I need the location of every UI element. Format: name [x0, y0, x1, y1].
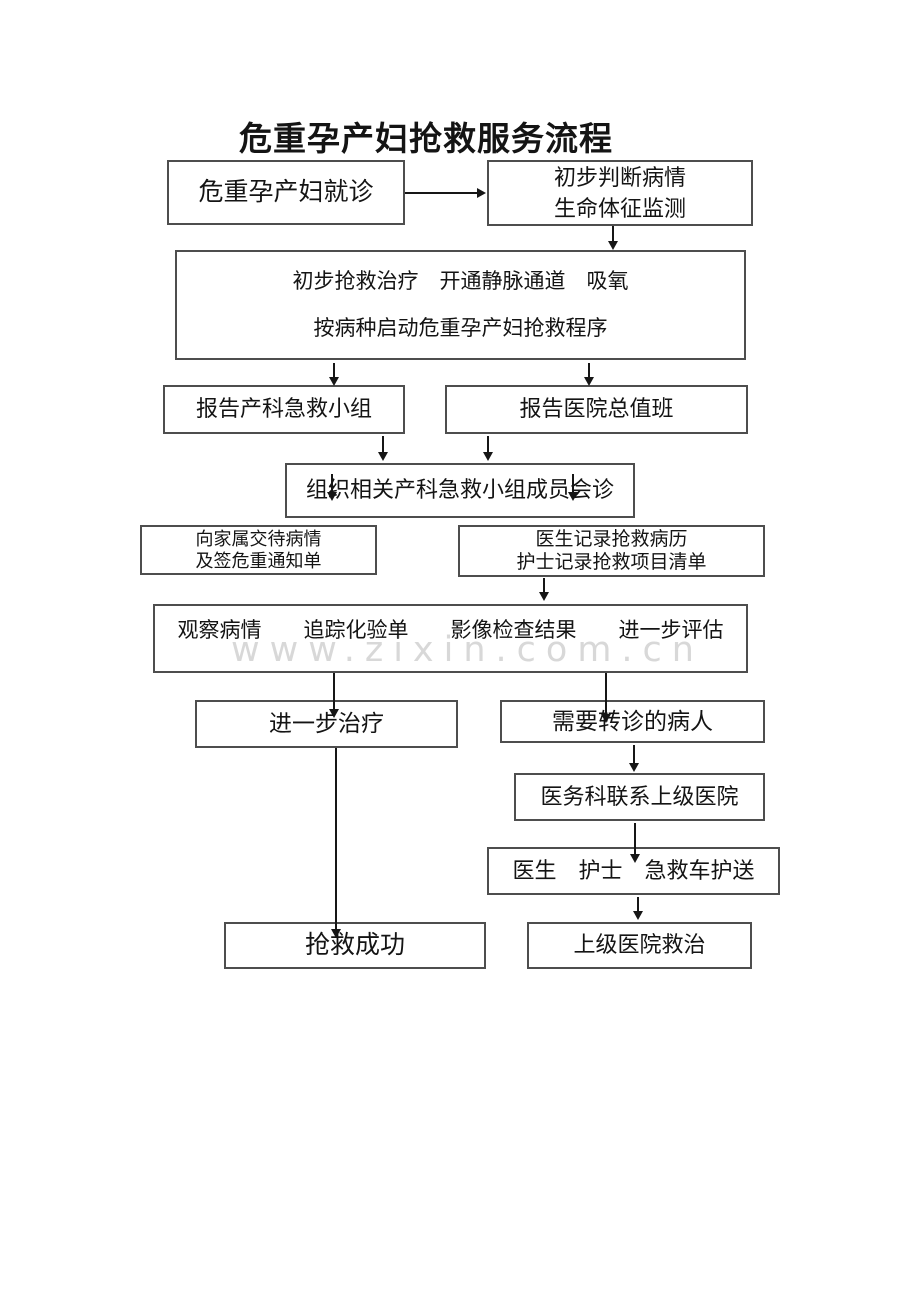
connector-consultation-to-family: [327, 474, 337, 501]
connector-assessment-to-rescue: [608, 226, 618, 250]
node-escort-label: 医生 护士 急救车护送: [512, 857, 755, 883]
node-inform-family-line2: 及签危重通知单: [195, 551, 322, 571]
page-title: 危重孕产妇抢救服务流程: [239, 120, 613, 157]
connector-treatment-to-success: [331, 748, 341, 938]
node-further-treatment-label: 进一步治疗: [269, 710, 384, 737]
node-contact-superior-hospital: 医务科联系上级医院: [514, 773, 765, 821]
connector-records-to-observe: [539, 578, 549, 601]
node-initial-assessment-line1: 初步判断病情: [553, 165, 686, 190]
node-inform-family: 向家属交待病情 及签危重通知单: [140, 525, 377, 575]
node-initial-rescue-line2: 按病种启动危重孕产妇抢救程序: [313, 317, 608, 340]
node-rescue-records: 医生记录抢救病历 护士记录抢救项目清单: [458, 525, 765, 577]
node-inform-family-line1: 向家属交待病情: [195, 529, 322, 549]
node-report-hospital-duty-label: 报告医院总值班: [519, 396, 674, 422]
node-report-obstetric-team: 报告产科急救小组: [163, 385, 405, 434]
watermark: www.zixin.com.cn: [231, 630, 704, 670]
node-escort: 医生 护士 急救车护送: [487, 847, 780, 895]
node-initial-assessment: 初步判断病情 生命体征监测: [487, 160, 753, 226]
connector-hospital-duty-to-consultation: [483, 436, 493, 461]
node-report-obstetric-team-label: 报告产科急救小组: [195, 396, 372, 422]
connector-transfer-to-medical-dept: [629, 745, 639, 772]
node-patient-visit: 危重孕产妇就诊: [167, 160, 405, 225]
node-rescue-records-line1: 医生记录抢救病历: [535, 529, 688, 550]
node-contact-superior-hospital-label: 医务科联系上级医院: [540, 783, 739, 809]
connector-observe-to-transfer: [601, 673, 611, 723]
connector-consultation-to-records: [568, 474, 578, 501]
node-transfer-patient-label: 需要转诊的病人: [552, 707, 713, 734]
node-superior-hospital-treatment: 上级医院救治: [527, 922, 752, 969]
node-rescue-records-line2: 护士记录抢救项目清单: [516, 552, 707, 573]
node-observe-evaluate-label: 观察病情 追踪化验单 影像检查结果 进一步评估: [177, 619, 724, 642]
node-initial-rescue-line1: 初步抢救治疗 开通静脉通道 吸氧: [292, 269, 629, 293]
connector-medical-dept-to-escort: [630, 823, 640, 863]
node-observe-evaluate: 观察病情 追踪化验单 影像检查结果 进一步评估: [153, 604, 748, 673]
node-initial-rescue: 初步抢救治疗 开通静脉通道 吸氧 按病种启动危重孕产妇抢救程序: [175, 250, 746, 360]
node-report-hospital-duty: 报告医院总值班: [445, 385, 748, 434]
connector-visit-to-assessment: [405, 188, 486, 198]
connector-escort-to-superior-treatment: [633, 897, 643, 920]
connector-rescue-to-obstetric-team: [329, 363, 339, 386]
node-superior-hospital-treatment-label: 上级医院救治: [573, 932, 706, 958]
connector-obstetric-team-to-consultation: [378, 436, 388, 461]
node-transfer-patient: 需要转诊的病人: [500, 700, 765, 743]
connector-rescue-to-hospital-duty: [584, 363, 594, 386]
node-organize-consultation: 组织相关产科急救小组成员会诊: [285, 463, 635, 518]
node-further-treatment: 进一步治疗: [195, 700, 458, 748]
node-patient-visit-label: 危重孕产妇就诊: [198, 178, 374, 207]
node-rescue-success-label: 抢救成功: [304, 931, 405, 960]
node-initial-assessment-line2: 生命体征监测: [553, 196, 686, 221]
connector-observe-to-treatment: [329, 673, 339, 718]
node-rescue-success: 抢救成功: [224, 922, 486, 969]
node-organize-consultation-label: 组织相关产科急救小组成员会诊: [305, 477, 614, 503]
